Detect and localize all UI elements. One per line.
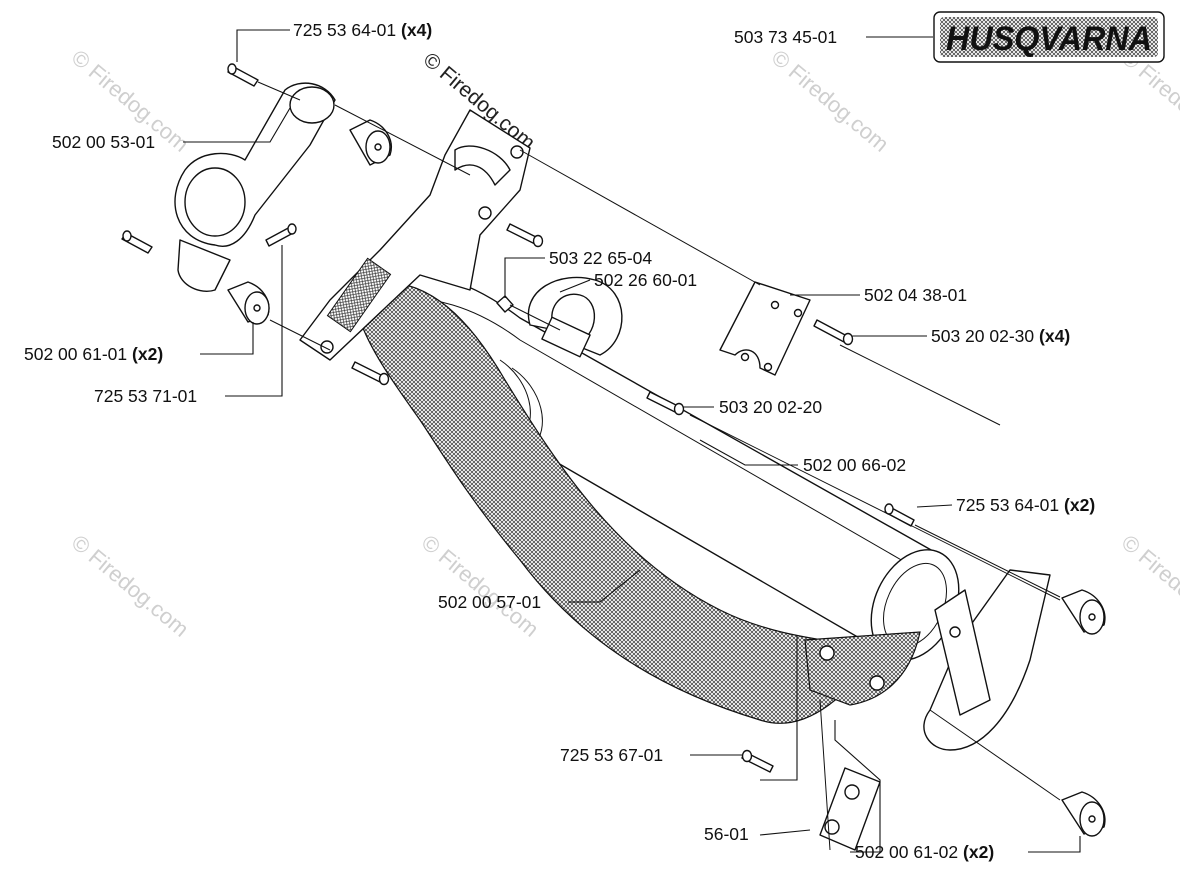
harness-strap [359,281,882,724]
screws [121,63,915,773]
rubber-spacers [227,119,1106,837]
watermark-tile: © Firedog.com [67,530,194,642]
part-label: 502 26 60-01 [594,270,697,290]
strap-hole [819,645,835,661]
strap-end-plate [804,631,921,706]
part-label: 725 53 64-01 (x4) [293,20,432,40]
lower-handle [923,569,1051,751]
part-label: 725 53 71-01 [94,386,197,406]
assembly-lines [257,81,1061,851]
part-label: 502 00 61-01 (x2) [24,344,163,364]
part-label: 503 20 02-20 [719,397,822,417]
nut-plate [819,767,881,851]
clip [496,295,514,313]
part-label: 502 04 38-01 [864,285,967,305]
part-label: 502 00 53-01 [52,132,155,152]
logo-text: HUSQVARNA [946,20,1152,58]
watermark-tile: © Firedog.com [1117,530,1180,642]
part-label: 502 00 57-01 [438,592,541,612]
part-labels: 725 53 64-01 (x4) 503 73 45-01 502 00 53… [24,20,1095,862]
logo-decal: HUSQVARNA [933,11,1165,63]
strap-hole [869,675,885,691]
part-label: 725 53 67-01 [560,745,663,765]
part-label: 502 00 66-02 [803,455,906,475]
watermark-tile: © Firedog.com [767,45,894,157]
part-label: 503 20 02-30 (x4) [931,326,1070,346]
part-label: 503 73 45-01 [734,27,837,47]
handle-link [174,82,336,292]
part-label: 503 22 65-04 [549,248,652,268]
part-label: 56-01 [704,824,749,844]
rear-clamp [719,281,811,376]
front-handle-bracket [299,109,531,361]
leader-lines [183,29,1081,853]
part-label: 502 00 61-02 (x2) [855,842,994,862]
part-label: 725 53 64-01 (x2) [956,495,1095,515]
